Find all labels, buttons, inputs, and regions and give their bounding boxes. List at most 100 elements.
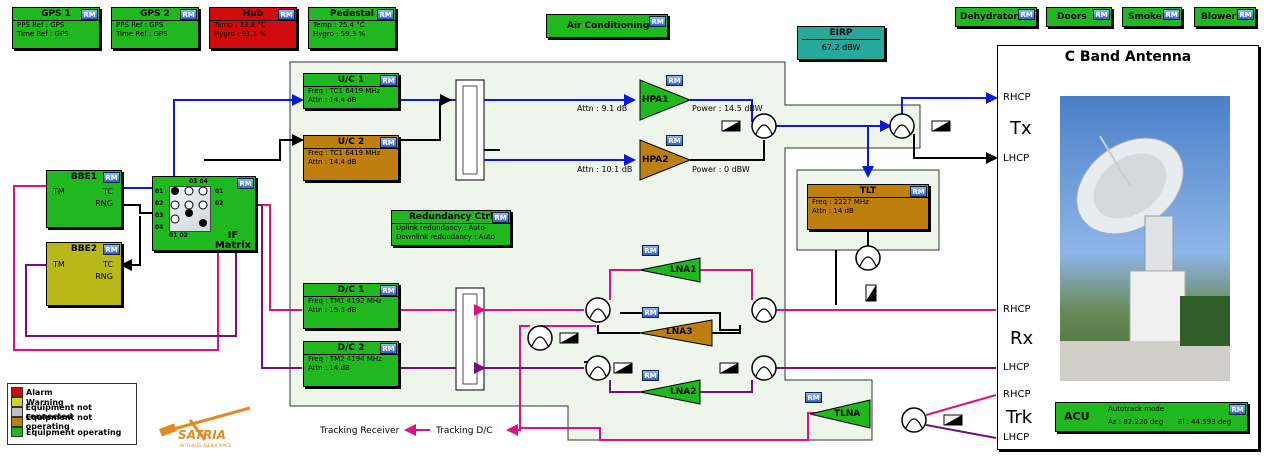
- bbe2-rng: RNG: [95, 272, 113, 281]
- dc2-title: D/C 2: [304, 342, 398, 355]
- rm-icon[interactable]: RM: [237, 178, 254, 189]
- rm-icon[interactable]: RM: [1229, 404, 1246, 415]
- redundancy-box[interactable]: Redundancy Ctrl RM Uplink redundancy : A…: [391, 210, 511, 246]
- tx-lhcp-label: LHCP: [1003, 153, 1030, 164]
- pedestal-title: Pedestal: [309, 8, 395, 21]
- bbe1-box[interactable]: BBE1 RM TM TC RNG: [46, 170, 122, 228]
- dehydrator-box[interactable]: Dehydrator RM: [955, 7, 1037, 27]
- hpa1-rm-icon[interactable]: RM: [666, 75, 683, 86]
- rm-icon[interactable]: RM: [649, 16, 666, 27]
- rx-rhcp-label: RHCP: [1003, 304, 1031, 315]
- rm-icon[interactable]: RM: [180, 9, 197, 20]
- uc2-freq: Freq : TC1 6419 MHz: [308, 149, 381, 157]
- tlt-box[interactable]: TLT RM Freq : 2227 MHz Attn : 14 dB: [807, 184, 929, 230]
- rm-icon[interactable]: RM: [380, 137, 397, 148]
- pedestal-hygro: Hygro : 59.3 %: [313, 30, 366, 38]
- bbe2-box[interactable]: BBE2 RM TM TC RNG: [46, 242, 122, 306]
- uc1-title: U/C 1: [304, 74, 398, 87]
- dc1-attn: Attn : 15.3 dB: [308, 306, 357, 314]
- bbe1-tc: TC: [102, 187, 113, 196]
- dehydrator-title: Dehydrator: [960, 12, 1018, 22]
- rm-icon[interactable]: RM: [1237, 9, 1254, 20]
- antenna-panel: C Band Antenna: [997, 45, 1259, 450]
- pedestal-box[interactable]: Pedestal RM Temp : 25.4 °C Hygro : 59.3 …: [308, 7, 396, 49]
- legend-not-connected: Equipment not connected: [8, 403, 136, 421]
- blower-title: Blower: [1201, 12, 1236, 22]
- uplink-redundancy: Uplink redundancy : Auto: [396, 224, 485, 232]
- matrix-bottom-ports: 01 02: [169, 232, 188, 239]
- tlt-freq: Freq : 2227 MHz: [812, 198, 869, 206]
- logo-text: SATRIA: [178, 428, 226, 442]
- rm-icon[interactable]: RM: [380, 75, 397, 86]
- legend-warning: Warning: [8, 397, 136, 407]
- lna2-title: LNA2: [670, 387, 697, 397]
- gps1-box[interactable]: GPS 1 RM PPS Ref : GPS Time Ref : GPS: [12, 7, 100, 49]
- lna3-amp: [639, 319, 713, 347]
- matrix-in-03: 03: [155, 212, 164, 219]
- uc2-box[interactable]: U/C 2 RM Freq : TC1 6419 MHz Attn : 14.4…: [303, 135, 399, 181]
- doors-title: Doors: [1057, 12, 1087, 22]
- if-matrix-box[interactable]: RM 03 04 01 02 03 04 01 02 01 02 IF Matr…: [152, 176, 256, 251]
- lna2-rm-icon[interactable]: RM: [642, 370, 659, 381]
- hpa1-attn: Attn : 9.1 dB: [577, 104, 628, 113]
- antenna-photo: [1060, 96, 1230, 381]
- dc1-box[interactable]: D/C 1 RM Freq : TM1 4192 MHz Attn : 15.3…: [303, 283, 399, 329]
- rm-icon[interactable]: RM: [1093, 9, 1110, 20]
- lna1-rm-icon[interactable]: RM: [642, 245, 659, 256]
- rm-icon[interactable]: RM: [910, 186, 927, 197]
- hpa2-rm-icon[interactable]: RM: [666, 135, 683, 146]
- rm-icon[interactable]: RM: [1018, 9, 1035, 20]
- gps2-title: GPS 2: [112, 8, 198, 21]
- downlink-redundancy: Downlink redundancy : Auto: [396, 233, 496, 241]
- rm-icon[interactable]: RM: [1163, 9, 1180, 20]
- lna1-amp: [639, 257, 701, 283]
- tx-rhcp-label: RHCP: [1003, 92, 1031, 103]
- dc2-box[interactable]: D/C 2 RM Freq : TM2 4194 MHz Attn : 14 d…: [303, 341, 399, 387]
- smoke-title: Smoke: [1128, 12, 1162, 22]
- smoke-box[interactable]: Smoke RM: [1122, 7, 1182, 27]
- matrix-out-02: 02: [215, 200, 224, 207]
- gps1-pps: PPS Ref : GPS: [17, 21, 65, 29]
- rm-icon[interactable]: RM: [278, 9, 295, 20]
- acu-box[interactable]: ACU RM Autotrack mode Az : 82.226 deg El…: [1055, 402, 1248, 432]
- antenna-title: C Band Antenna: [1064, 49, 1192, 65]
- bbe1-title: BBE1: [70, 172, 98, 182]
- uc1-attn: Attn : 14.4 dB: [308, 96, 357, 104]
- tracking-dc-label: Tracking D/C: [436, 426, 493, 436]
- lna3-title: LNA3: [666, 327, 693, 337]
- lna3-rm-icon[interactable]: RM: [642, 307, 659, 318]
- gps2-pps: PPS Ref : GPS: [116, 21, 164, 29]
- aircon-box[interactable]: Air Conditioning RM: [546, 14, 668, 38]
- rm-icon[interactable]: RM: [377, 9, 394, 20]
- rm-icon[interactable]: RM: [103, 172, 120, 183]
- uc1-box[interactable]: U/C 1 RM Freq : TC1 6419 MHz Attn : 14.4…: [303, 73, 399, 109]
- matrix-title: IF Matrix: [214, 230, 252, 251]
- dc1-title: D/C 1: [304, 284, 398, 297]
- hpa2-attn: Attn : 10.1 dB: [577, 165, 633, 174]
- eirp-box: EIRP 67.2 dBW: [797, 26, 885, 60]
- dc1-freq: Freq : TM1 4192 MHz: [308, 297, 382, 305]
- blower-box[interactable]: Blower RM: [1194, 7, 1256, 27]
- dc2-freq: Freq : TM2 4194 MHz: [308, 355, 382, 363]
- logo-sub: BY THALES ALENIA SPACE: [180, 443, 232, 448]
- gps1-title: GPS 1: [13, 8, 99, 21]
- redundancy-title: Redundancy Ctrl: [392, 211, 510, 224]
- tlt-attn: Attn : 14 dB: [812, 207, 854, 215]
- tlna-rm-icon[interactable]: RM: [805, 392, 822, 403]
- trk-lhcp-label: LHCP: [1003, 432, 1030, 443]
- doors-box[interactable]: Doors RM: [1046, 7, 1112, 27]
- rm-icon[interactable]: RM: [380, 285, 397, 296]
- rm-icon[interactable]: RM: [81, 9, 98, 20]
- rm-icon[interactable]: RM: [103, 244, 120, 255]
- gps1-time: Time Ref : GPS: [17, 30, 69, 38]
- hub-box[interactable]: Hub RM Temp : 23.8 °C Hygro : 91.1 %: [209, 7, 297, 49]
- rm-icon[interactable]: RM: [492, 212, 509, 223]
- hpa2-power: Power : 0 dBW: [692, 165, 750, 174]
- acu-mode: Autotrack mode: [1108, 405, 1165, 413]
- rm-icon[interactable]: RM: [380, 343, 397, 354]
- legend-operating: Equipment operating: [8, 427, 136, 437]
- uc2-attn: Attn : 14.4 dB: [308, 158, 357, 166]
- hpa1-title: HPA1: [642, 95, 669, 105]
- gps2-box[interactable]: GPS 2 RM PPS Ref : GPS Time Ref : GPS: [111, 7, 199, 49]
- lna1-title: LNA1: [670, 265, 697, 275]
